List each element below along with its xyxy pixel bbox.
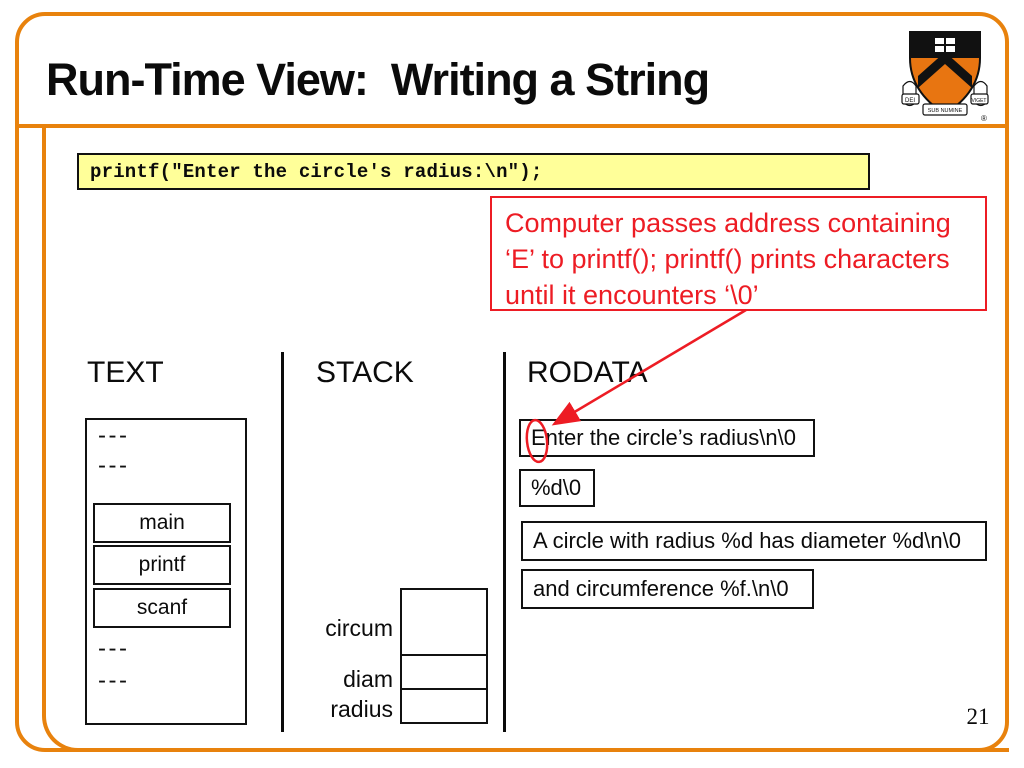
- page-number: 21: [966, 704, 990, 729]
- function-box-main: main: [93, 503, 231, 543]
- motto-left: DEI: [905, 98, 915, 104]
- rodata-section-heading: RODATA: [527, 356, 648, 389]
- code-ellipsis: ---: [98, 635, 130, 662]
- rodata-string: and circumference %f.\n\0: [533, 576, 789, 601]
- registered-mark: ®: [981, 114, 987, 122]
- callout-line-2: ‘E’ to printf(); printf() prints charact…: [505, 244, 950, 274]
- stack-cell-radius: [400, 688, 488, 724]
- text-stack-divider: [281, 352, 284, 732]
- stack-cell-circum: [400, 588, 488, 656]
- rodata-string-box: and circumference %f.\n\0: [521, 569, 814, 609]
- rodata-string-box: %d\0: [519, 469, 595, 507]
- motto-scrolls: [901, 80, 989, 116]
- text-section-heading: TEXT: [87, 356, 164, 389]
- stack-section-heading: STACK: [316, 356, 414, 389]
- code-ellipsis: ---: [98, 452, 130, 479]
- princeton-shield-logo: DEI VIGET SUB NUMINE ®: [900, 30, 990, 127]
- code-ellipsis: ---: [98, 422, 130, 449]
- function-box-printf: printf: [93, 545, 231, 585]
- rodata-string: Enter the circle’s radius\n\0: [531, 425, 796, 450]
- rodata-string-box: Enter the circle’s radius\n\0: [519, 419, 815, 457]
- rodata-string-box: A circle with radius %d has diameter %d\…: [521, 521, 987, 561]
- motto-right: VIGET: [971, 98, 986, 104]
- stack-label-circum: circum: [325, 615, 393, 641]
- function-label: scanf: [136, 596, 188, 619]
- stack-cell-diam: [400, 654, 488, 690]
- code-box: printf("Enter the circle's radius:\n");: [77, 153, 870, 190]
- stack-label-radius: radius: [330, 696, 393, 722]
- rodata-string: %d\0: [531, 475, 582, 500]
- function-label: printf: [138, 553, 186, 576]
- book-glyph: [935, 38, 955, 52]
- code-ellipsis: ---: [98, 667, 130, 694]
- shield-icon: DEI VIGET SUB NUMINE ®: [901, 31, 989, 123]
- rodata-string: A circle with radius %d has diameter %d\…: [533, 528, 961, 553]
- stack-rodata-divider: [503, 352, 506, 732]
- callout-line-1: Computer passes address containing: [505, 208, 951, 238]
- content-frame-border: [42, 128, 1009, 752]
- slide-title: Run-Time View: Writing a String: [46, 54, 710, 105]
- stack-label-diam: diam: [343, 666, 393, 692]
- callout-line-3: until it encounters ‘\0’: [505, 280, 759, 310]
- function-label: main: [139, 511, 185, 534]
- callout-box: Computer passes address containing ‘E’ t…: [490, 196, 987, 311]
- code-text: printf("Enter the circle's radius:\n");: [90, 160, 543, 183]
- title-divider-line: [15, 124, 1009, 128]
- function-box-scanf: scanf: [93, 588, 231, 628]
- motto-center: SUB NUMINE: [928, 108, 963, 114]
